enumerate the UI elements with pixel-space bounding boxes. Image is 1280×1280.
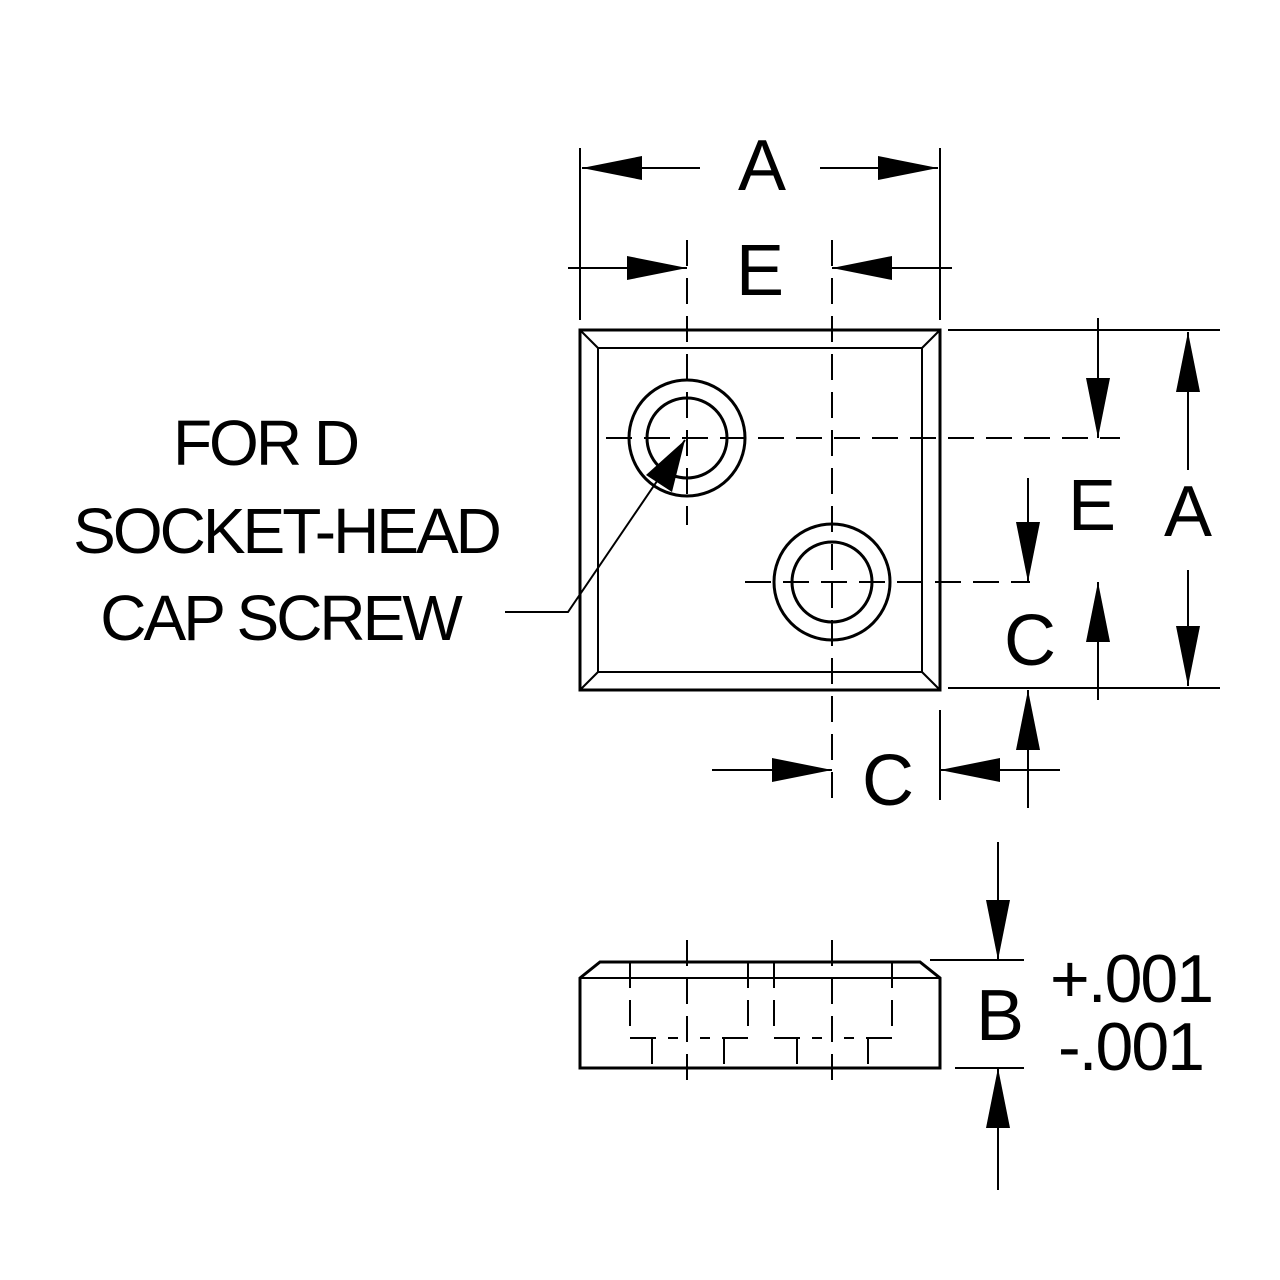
note-leader — [505, 439, 686, 613]
chamfer-corner-lines — [579, 329, 941, 691]
thickness-dimension — [930, 842, 1024, 1190]
plate-chamfer-inner — [597, 347, 923, 673]
dim-label-top-e: E — [736, 231, 784, 311]
centerlines — [606, 240, 1120, 800]
dim-label-right-c: C — [1004, 601, 1056, 681]
note-line-3: CAP SCREW — [100, 582, 463, 654]
dim-label-b: B — [976, 976, 1024, 1056]
side-view — [578, 940, 942, 1080]
note-line-1: FOR D — [173, 407, 358, 479]
dimension-lines — [568, 148, 1220, 808]
dim-label-right-e: E — [1068, 466, 1116, 546]
top-view — [505, 240, 1120, 800]
dim-label-top-a: A — [738, 126, 786, 206]
note-line-2: SOCKET-HEAD — [73, 495, 500, 567]
hidden-counterbores — [629, 962, 893, 1068]
tolerance-minus: -.001 — [1058, 1009, 1203, 1085]
plate-outline — [578, 328, 942, 692]
dim-label-bottom-c: C — [862, 741, 914, 821]
tolerance-plus: +.001 — [1050, 941, 1212, 1017]
dim-label-right-a: A — [1164, 472, 1212, 552]
